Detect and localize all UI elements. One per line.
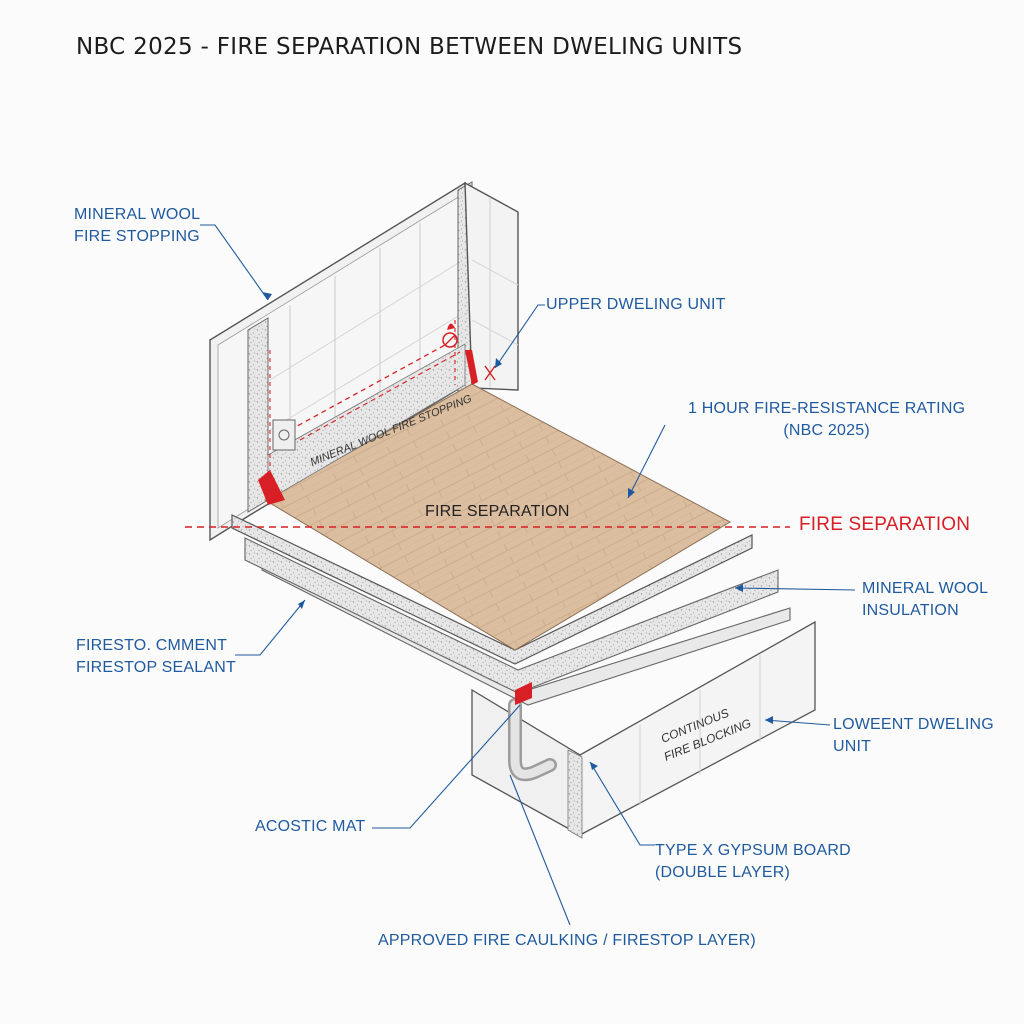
label-mineral-wool-insulation: MINERAL WOOL INSULATION [862, 580, 989, 619]
label-firestop-sealant: FIRESTO. CMMENT FIRESTOP SEALANT [76, 637, 236, 676]
label-gypsum-board: TYPE X GYPSUM BOARD (DOUBLE LAYER) [655, 842, 851, 881]
label-fire-separation-center: FIRE SEPARATION [425, 503, 570, 520]
floor-assembly [231, 343, 791, 706]
label-fire-caulking: APPROVED FIRE CAULKING / FIRESTOP LAYER) [378, 932, 756, 949]
leader-lines [200, 224, 856, 926]
label-mineral-wool-fire-stopping: MINERAL WOOL FIRE STOPPING [74, 206, 201, 245]
label-fire-resistance-rating: 1 HOUR FIRE-RESISTANCE RATING (NBC 2025) [688, 400, 966, 439]
side-wall [464, 181, 519, 391]
label-lower-dwelling-unit: LOWEENT DWELING UNIT [833, 716, 994, 755]
lower-unit-box [471, 620, 816, 839]
diagram-title: NBC 2025 - FIRE SEPARATION BETWEEN DWELI… [76, 34, 743, 60]
label-fire-separation-line: FIRE SEPARATION [799, 514, 971, 535]
leader-arrows [262, 292, 773, 770]
label-upper-dwelling-unit: UPPER DWELING UNIT [546, 296, 726, 313]
label-acoustic-mat: ACOSTIC MAT [255, 818, 366, 835]
fire-markers [185, 320, 790, 705]
